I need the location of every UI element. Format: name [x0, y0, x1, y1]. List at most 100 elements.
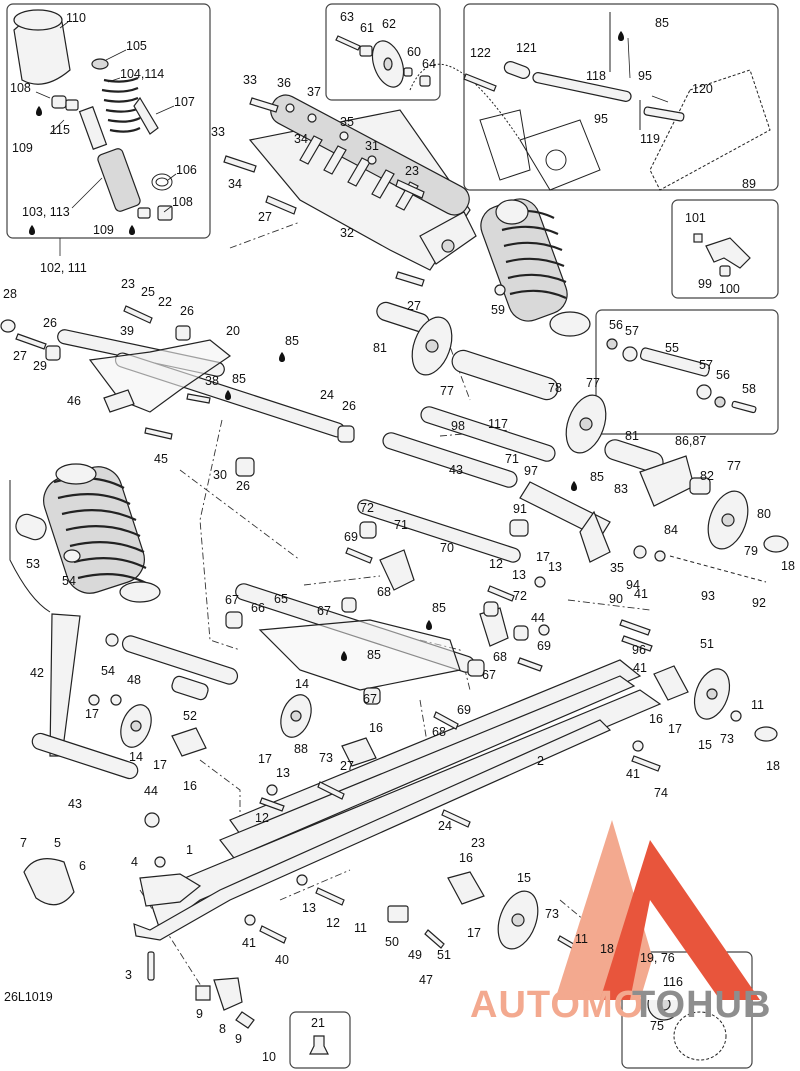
part-label: 18: [766, 759, 780, 773]
part-label: 58: [742, 382, 756, 396]
part-label: 118: [586, 69, 606, 83]
grease-drop-icon: [426, 620, 432, 630]
part-label: 26: [236, 479, 250, 493]
part-label: 60: [407, 45, 421, 59]
part-label: 85: [285, 334, 299, 348]
part-label: 109: [12, 141, 33, 155]
part-label: 80: [757, 507, 771, 521]
part-label: 98: [451, 419, 465, 433]
part-label: 41: [626, 767, 640, 781]
part-label: 85: [432, 601, 446, 615]
part-label: 13: [512, 568, 526, 582]
part-label: 56: [716, 368, 730, 382]
part-label: 11: [354, 921, 367, 935]
front-cross-shaft-assembly: [223, 94, 477, 287]
part-label: 122: [470, 46, 491, 60]
part-label: 39: [120, 324, 134, 338]
watermark-text-right: TOHUB: [632, 984, 771, 1026]
part-label: 52: [183, 709, 197, 723]
part-label: 27: [13, 349, 27, 363]
part-label: 34: [294, 132, 308, 146]
part-label: 27: [340, 759, 354, 773]
part-label: 33: [243, 73, 257, 87]
part-label: 29: [33, 359, 47, 373]
part-label: 68: [493, 650, 507, 664]
part-label: 67: [482, 668, 496, 682]
part-label: 41: [242, 936, 256, 950]
slide-rails: [23, 659, 662, 981]
part-label: 54: [62, 574, 76, 588]
part-label: 100: [719, 282, 740, 296]
part-label: 83: [614, 482, 628, 496]
grease-symbols: [29, 31, 624, 661]
grease-drop-icon: [129, 225, 135, 235]
part-label: 24: [438, 819, 452, 833]
part-label: 108: [172, 195, 193, 209]
part-label: 15: [517, 871, 531, 885]
part-label: 17: [85, 707, 99, 721]
part-label: 78: [548, 381, 562, 395]
part-label: 42: [30, 666, 44, 680]
part-label: 48: [127, 673, 141, 687]
part-label: 62: [382, 17, 396, 31]
part-label: 37: [307, 85, 321, 99]
part-label: 23: [405, 164, 419, 178]
part-label: 27: [258, 210, 272, 224]
part-label: 85: [232, 372, 246, 386]
part-label: 64: [422, 57, 436, 71]
part-label: 68: [432, 725, 446, 739]
part-label: 105: [126, 39, 147, 53]
front-arm-assembly: [0, 305, 355, 477]
part-label: 23: [471, 836, 485, 850]
inset-box-rear-shaft: [595, 309, 779, 435]
grease-drop-icon: [279, 352, 285, 362]
part-label: 71: [505, 452, 519, 466]
part-label: 70: [440, 541, 454, 555]
part-label: 12: [489, 557, 503, 571]
part-label: 36: [277, 76, 291, 90]
part-label: 91: [513, 502, 527, 516]
part-label: 103, 113: [22, 205, 70, 219]
part-label: 51: [437, 948, 451, 962]
inset-box-pulley-cutout: [325, 3, 441, 101]
part-label: 28: [3, 287, 17, 301]
part-label: 26: [342, 399, 356, 413]
part-label: 110: [66, 11, 86, 25]
part-label: 99: [698, 277, 712, 291]
part-label: 17: [668, 722, 682, 736]
part-label: 46: [67, 394, 81, 408]
part-label: 16: [459, 851, 473, 865]
part-label: 15: [698, 738, 712, 752]
part-label: 41: [633, 661, 647, 675]
part-label: 7: [20, 836, 27, 850]
part-label: 50: [385, 935, 399, 949]
rear-arm-assembly: [225, 499, 529, 705]
part-label: 84: [664, 523, 678, 537]
part-label: 9: [196, 1007, 203, 1021]
part-label: 73: [319, 751, 333, 765]
part-label: 8: [219, 1022, 226, 1036]
part-label: 66: [251, 601, 265, 615]
diagram-code: 26L1019: [4, 990, 53, 1004]
part-label: 89: [742, 177, 756, 191]
part-label: 115: [50, 123, 70, 137]
part-label: 86,87: [675, 434, 706, 448]
front-shock-absorber: [15, 463, 161, 603]
part-label: 101: [685, 211, 706, 225]
part-label: 47: [419, 973, 433, 987]
part-label: 95: [638, 69, 652, 83]
part-label: 18: [781, 559, 795, 573]
part-label: 27: [407, 299, 421, 313]
part-label: 85: [655, 16, 669, 30]
part-label: 73: [545, 907, 559, 921]
part-label: 77: [586, 376, 600, 390]
part-label: 38: [205, 374, 219, 388]
inset-box-shock-absorber-front: [6, 3, 211, 239]
part-label: 3: [125, 968, 132, 982]
part-label: 16: [183, 779, 197, 793]
part-label: 96: [632, 643, 646, 657]
part-label: 92: [752, 596, 766, 610]
part-label: 17: [467, 926, 481, 940]
